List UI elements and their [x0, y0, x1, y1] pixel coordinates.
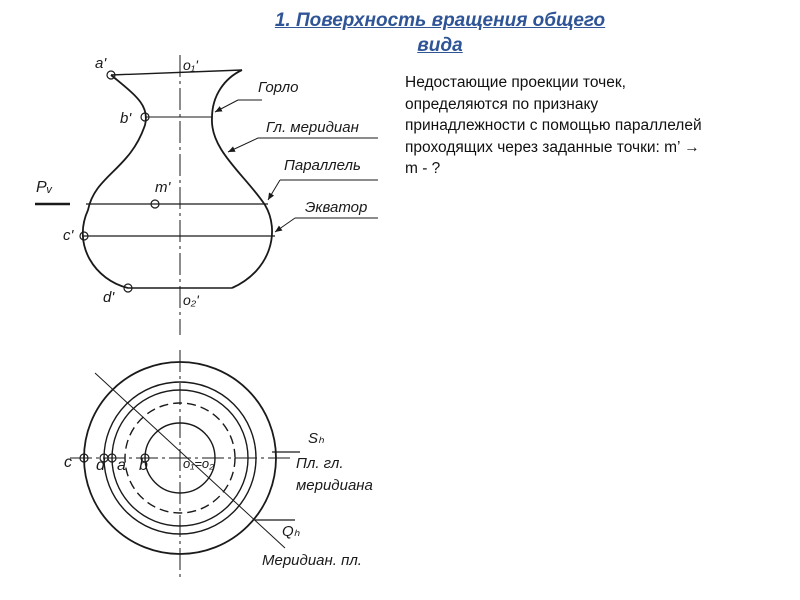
point-b [140, 453, 150, 463]
label-pv: Pᵥ [36, 179, 53, 196]
label-b1: b' [120, 110, 132, 127]
label-c: c [64, 454, 72, 471]
label-c1: c' [63, 227, 75, 244]
label-center: o₁=o₂ [183, 456, 214, 471]
top-circle [111, 389, 249, 527]
label-plane-main-meridian-2: меридиана [296, 477, 373, 494]
description-text: Недостающие проекции точек, определяются… [405, 72, 795, 180]
page-title: 1. Поверхность вращения общего вида [230, 8, 650, 58]
left-contour [82, 74, 147, 289]
top-edge-line [110, 69, 243, 76]
top-view: c d a b o₁=o₂ Sₕ Пл. гл. меридиана Qₕ Ме… [64, 350, 373, 578]
description-line-5: m - ? [405, 160, 441, 177]
equator-circle [83, 361, 277, 555]
point-c1 [79, 231, 89, 241]
label-m1: m' [155, 179, 171, 196]
label-plane-main-meridian-1: Пл. гл. [296, 455, 344, 472]
label-d1: d' [103, 289, 115, 306]
description-line-3: принадлежности с помощью параллелей [405, 117, 702, 134]
label-a: a [117, 457, 126, 474]
label-d: d [96, 457, 106, 474]
description-line-4: проходящих через заданные точки: m’ → [405, 138, 700, 156]
neck-circle [144, 422, 216, 494]
point-d1 [123, 283, 133, 293]
label-parallel: Параллель [284, 157, 361, 174]
description-line-1: Недостающие проекции точек, [405, 74, 626, 91]
point-b1 [140, 112, 150, 122]
label-qh: Qₕ [282, 523, 301, 540]
label-b: b [139, 457, 148, 474]
parallel-circle-dashed [124, 402, 236, 514]
point-m1 [150, 199, 160, 209]
label-equator: Экватор [305, 199, 367, 216]
title-line-1: 1. Поверхность вращения общего [274, 10, 606, 31]
label-main-meridian: Гл. меридиан [266, 119, 359, 136]
point-a1 [106, 70, 116, 80]
label-neck: Горло [258, 79, 298, 96]
point-c [79, 453, 89, 463]
base-circle [103, 381, 257, 535]
description-line-2: определяются по признаку [405, 95, 599, 113]
front-view: a' o₁' b' m' c' d' o₂' Pᵥ Горло Гл. мери… [35, 55, 378, 335]
label-meridian-plane: Меридиан. пл. [262, 552, 362, 569]
title-line-2: вида [417, 35, 463, 56]
label-o2: o₂' [183, 292, 200, 308]
point-a [107, 453, 117, 463]
label-o1: o₁' [183, 57, 199, 73]
label-sh: Sₕ [308, 430, 325, 447]
right-contour [211, 69, 273, 289]
label-a1: a' [95, 55, 107, 72]
